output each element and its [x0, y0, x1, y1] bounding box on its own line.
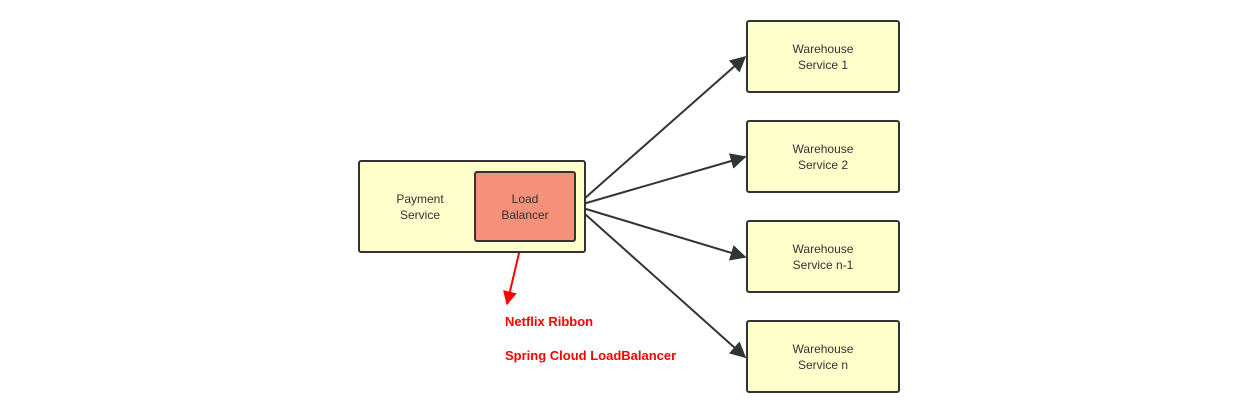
warehouse-service-1-node[interactable]	[746, 20, 900, 93]
load-balancer-node[interactable]	[474, 171, 576, 242]
payment-service-label-line2: Service	[399, 208, 440, 222]
load-balancer-label-line2: Balancer	[501, 207, 549, 222]
edge-to-warehouse-2	[575, 153, 747, 207]
warehouse-service-n-1-node[interactable]	[746, 220, 900, 293]
warehouse-service-1-line1: Warehouse	[792, 41, 854, 56]
warehouse-service-n-1-line2: Service n-1	[792, 257, 854, 272]
edge-to-warehouse-n-1	[575, 205, 747, 261]
warehouse-service-2-line1: Warehouse	[792, 141, 854, 156]
load-balancer-label: Load Balancer	[474, 171, 576, 242]
edge-to-warehouse-n	[575, 205, 747, 359]
payment-service-label: Payment Service	[370, 172, 470, 242]
warehouse-service-n-line2: Service n	[797, 357, 849, 372]
load-balancer-label-line1: Load	[511, 191, 539, 206]
warehouse-service-2-node[interactable]	[746, 120, 900, 193]
warehouse-service-1-line2: Service 1	[797, 57, 849, 72]
warehouse-service-n-node[interactable]	[746, 320, 900, 393]
annotation-netflix-ribbon: Netflix Ribbon	[505, 314, 594, 329]
warehouse-service-2-line2: Service 2	[797, 157, 849, 172]
annotation-spring-cloud-loadbalancer: Spring Cloud LoadBalancer	[505, 348, 677, 363]
edge-to-warehouse-1	[575, 55, 747, 207]
warehouse-service-n-1-label: Warehouse Service n-1	[746, 220, 900, 293]
warehouse-service-2-label: Warehouse Service 2	[746, 120, 900, 193]
payment-service-label-line1: Payment	[396, 192, 444, 206]
warehouse-service-1-label: Warehouse Service 1	[746, 20, 900, 93]
warehouse-service-n-line1: Warehouse	[792, 341, 854, 356]
warehouse-service-n-label: Warehouse Service n	[746, 320, 900, 393]
warehouse-service-n-1-line1: Warehouse	[792, 241, 854, 256]
